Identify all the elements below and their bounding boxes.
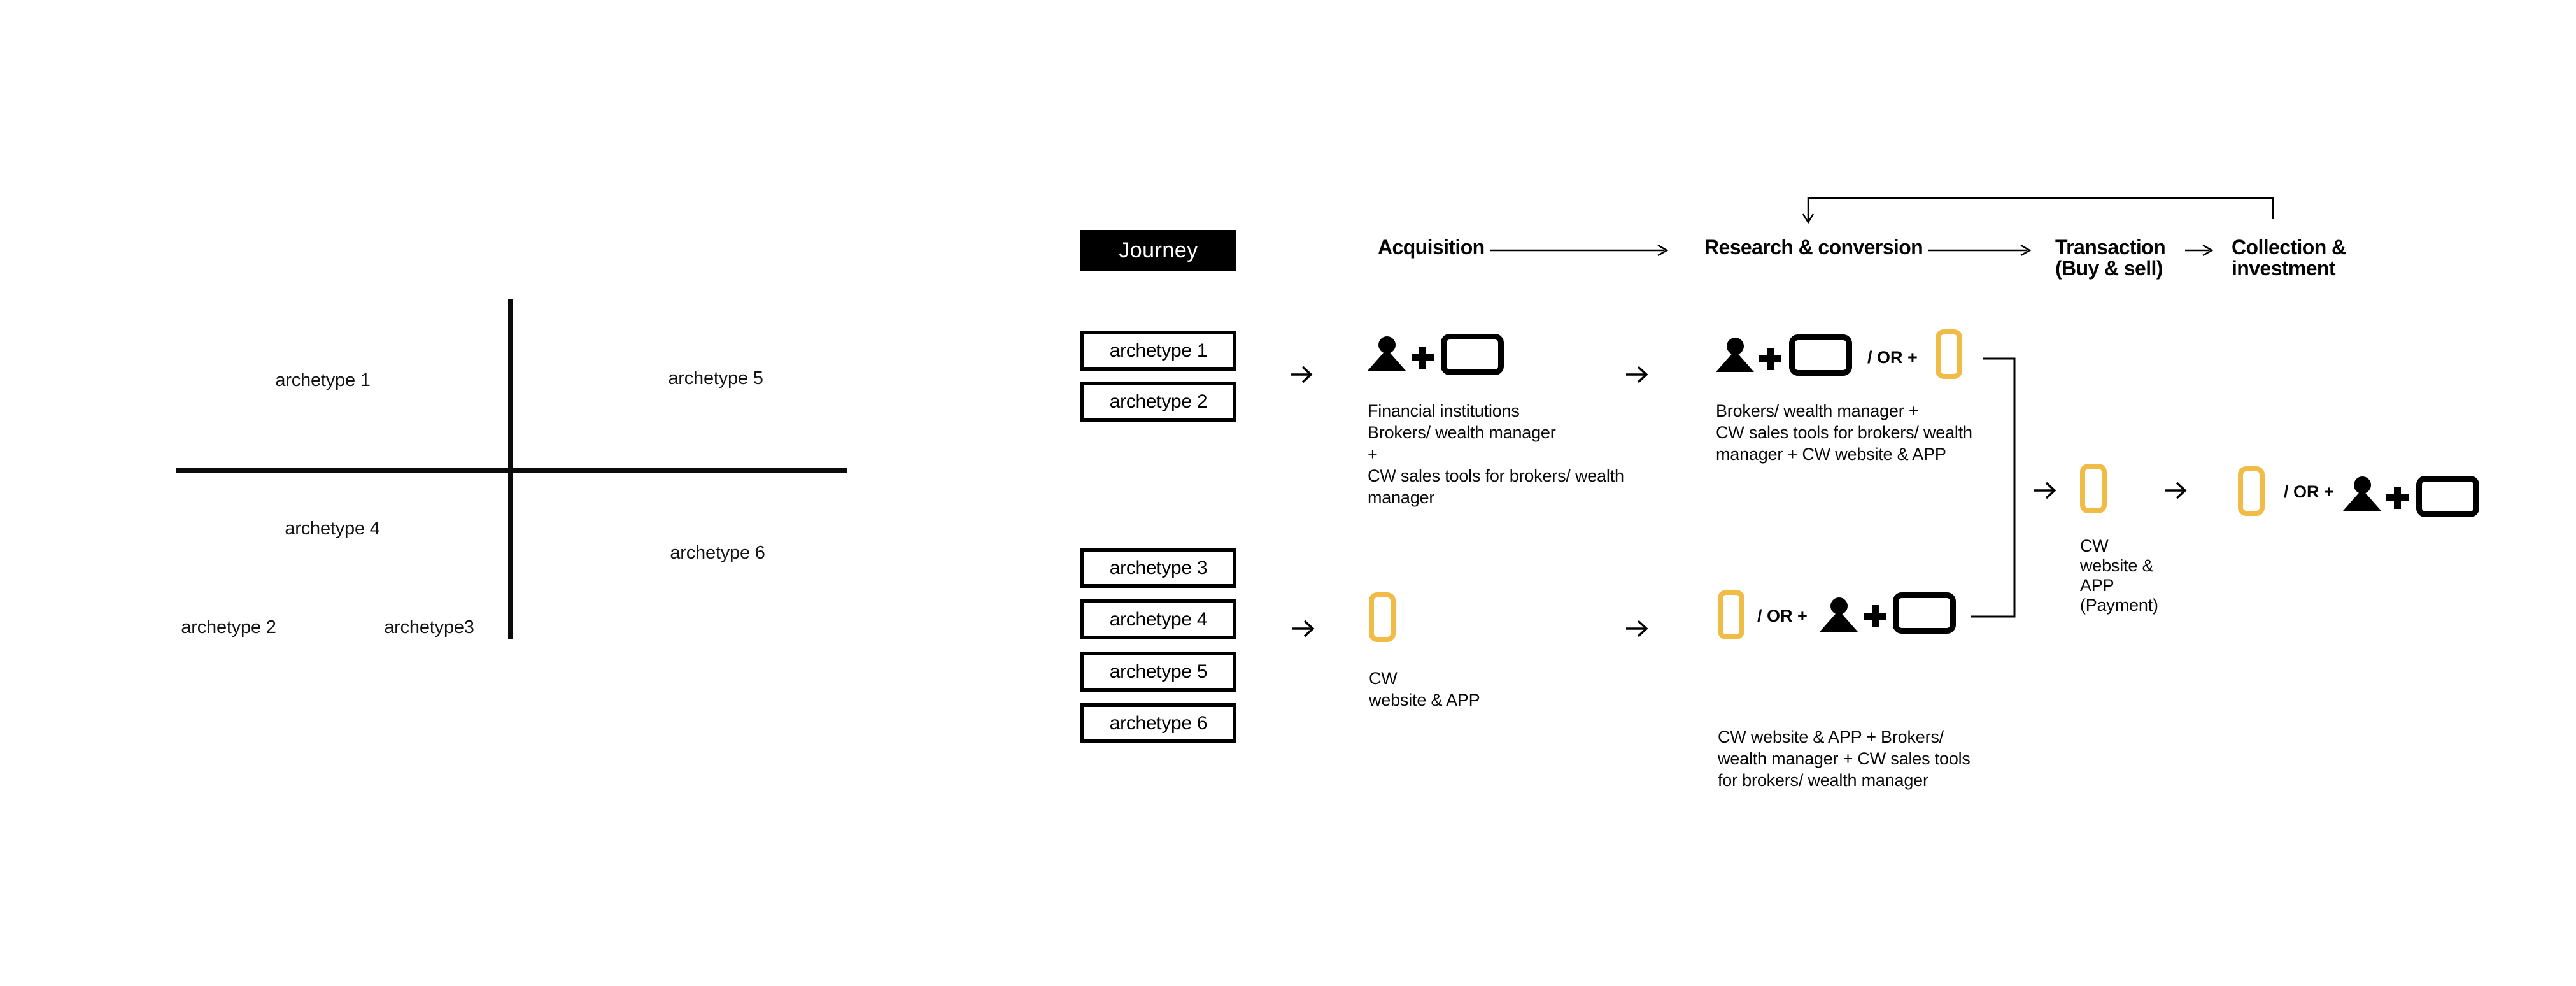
stage-label-line2: (Buy & sell) xyxy=(2055,257,2163,280)
or-plus-label-group2: / OR + xyxy=(1757,606,1808,625)
person-torso xyxy=(2343,489,2381,511)
person-torso xyxy=(1716,350,1754,372)
plus-icon-group2-research xyxy=(1864,605,1886,627)
archetype-box-3: archetype 3 xyxy=(1080,548,1236,588)
quadrant-label-archetype-3: archetype3 xyxy=(384,617,474,638)
person-icon-group2-research xyxy=(1820,597,1858,632)
stage-label-collection-investment: Collection & investment xyxy=(2232,237,2346,279)
plus-icon-group1-acquisition xyxy=(1412,347,1434,369)
stage-label-line1: Collection & xyxy=(2232,236,2346,259)
quadrant-label-archetype-2: archetype 2 xyxy=(181,617,276,638)
stage-arrow-research-to-transaction xyxy=(1928,244,2032,257)
group2-acquisition-caption: CW website & APP xyxy=(1369,669,1480,710)
mobile-app-icon-group1-research xyxy=(1936,329,1962,379)
archetype-box-4: archetype 4 xyxy=(1080,599,1236,639)
transaction-caption: CW website & APP (Payment) xyxy=(2080,536,2158,615)
group1-acquisition-caption: Financial institutions Brokers/ wealth m… xyxy=(1368,401,1624,507)
arrow-right-icon-group1-research xyxy=(1626,366,1648,383)
archetype-box-label: archetype 3 xyxy=(1109,557,1208,578)
person-icon-group1-research xyxy=(1716,338,1754,372)
quadrant-label-archetype-1: archetype 1 xyxy=(275,370,371,390)
stage-label-research-conversion: Research & conversion xyxy=(1704,237,1923,258)
plus-icon-collection xyxy=(2386,487,2409,509)
archetype-box-1: archetype 1 xyxy=(1080,331,1236,371)
merge-connector-line xyxy=(1971,357,2016,618)
mobile-app-icon-transaction xyxy=(2080,464,2107,513)
person-torso xyxy=(1368,349,1406,371)
stage-arrow-acquisition-to-research xyxy=(1490,244,1669,257)
screen-icon-collection xyxy=(2416,476,2479,517)
journey-title-box: Journey xyxy=(1080,230,1236,271)
archetype-box-label: archetype 4 xyxy=(1109,608,1208,630)
archetype-box-label: archetype 2 xyxy=(1109,390,1208,412)
arrow-right-icon-transaction xyxy=(2034,482,2056,499)
stage-label-acquisition: Acquisition xyxy=(1378,237,1485,258)
person-icon-group1-acquisition xyxy=(1368,336,1406,371)
quadrant-label-archetype-4: archetype 4 xyxy=(285,518,380,539)
stage-label-line1: Acquisition xyxy=(1378,236,1485,259)
stage-label-line2: investment xyxy=(2232,257,2336,280)
quadrant-label-archetype-6: archetype 6 xyxy=(670,543,765,563)
feedback-loop-arrow xyxy=(1802,197,2274,224)
arrow-right-icon-group2-research xyxy=(1626,620,1648,638)
mobile-app-icon-group2-acquisition xyxy=(1369,592,1396,642)
group1-research-caption: Brokers/ wealth manager + CW sales tools… xyxy=(1716,401,1972,464)
or-plus-label-group1: / OR + xyxy=(1867,348,1918,367)
screen-icon-group2-research xyxy=(1893,592,1956,634)
person-torso xyxy=(1820,610,1858,632)
archetype-box-label: archetype 5 xyxy=(1109,661,1208,682)
screen-icon-group1-research xyxy=(1789,334,1852,376)
stage-label-line1: Research & conversion xyxy=(1704,236,1923,259)
or-plus-label-collection: / OR + xyxy=(2284,482,2334,501)
archetype-box-6: archetype 6 xyxy=(1080,703,1236,743)
group2-research-caption: CW website & APP + Brokers/ wealth manag… xyxy=(1718,727,1971,790)
quadrant-y-axis-line xyxy=(508,299,513,639)
person-icon-collection xyxy=(2343,476,2381,511)
stage-arrow-transaction-to-collection xyxy=(2185,244,2214,257)
archetype-box-2: archetype 2 xyxy=(1080,382,1236,422)
archetype-box-label: archetype 1 xyxy=(1109,339,1208,361)
archetype-box-5: archetype 5 xyxy=(1080,652,1236,692)
stage-label-transaction: Transaction (Buy & sell) xyxy=(2055,236,2166,280)
arrow-right-icon-group2-acquisition xyxy=(1292,620,1315,638)
arrow-right-icon-collection xyxy=(2165,482,2187,499)
quadrant-label-archetype-5: archetype 5 xyxy=(668,368,763,389)
plus-icon-group1-research xyxy=(1759,348,1781,370)
stage-label-line1: Transaction xyxy=(2055,236,2166,259)
mobile-app-icon-collection xyxy=(2238,466,2265,516)
mobile-app-icon-group2-research xyxy=(1718,590,1744,639)
screen-icon-group1-acquisition xyxy=(1441,334,1504,375)
archetype-box-label: archetype 6 xyxy=(1109,712,1208,734)
arrow-right-icon-group1-acquisition xyxy=(1291,366,1313,383)
